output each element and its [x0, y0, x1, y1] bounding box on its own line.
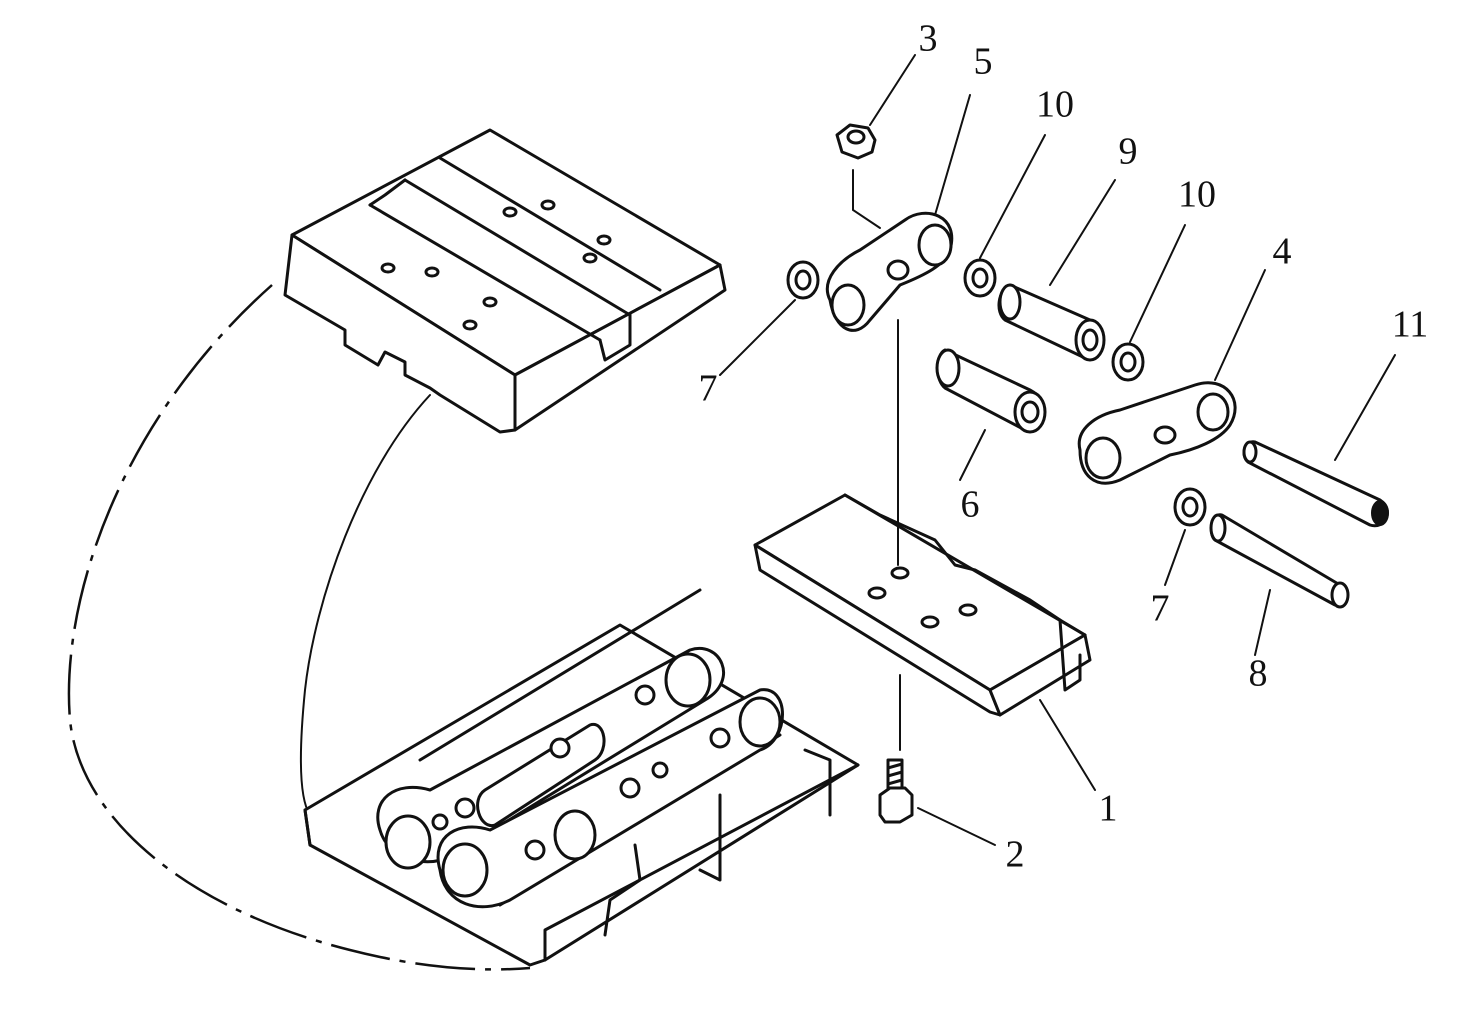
upper-track-shoes [283, 128, 727, 434]
part-3-nut [835, 123, 881, 229]
part-10-spacer-lower [1111, 342, 1145, 382]
callout-6: 6 [961, 484, 980, 526]
callout-3: 3 [919, 18, 938, 60]
callout-8: 8 [1249, 653, 1268, 695]
callout-11: 11 [1392, 304, 1429, 346]
part-7-washer-lower [1173, 487, 1207, 527]
part-1-track-shoe [753, 493, 1092, 717]
callout-4: 4 [1273, 231, 1292, 273]
track-loop-outline [67, 284, 531, 971]
part-9-bushing [997, 283, 1106, 362]
callout-7a: 7 [699, 368, 718, 410]
leader-lines [719, 54, 1396, 846]
callout-10b: 10 [1178, 174, 1216, 216]
part-8-pin [1209, 513, 1350, 609]
part-5-link [825, 211, 954, 566]
part-4-link [1077, 381, 1237, 485]
lower-track-assembly [303, 588, 860, 967]
callout-1: 1 [1099, 788, 1118, 830]
callout-2: 2 [1006, 834, 1025, 876]
part-11-pin [1242, 440, 1389, 528]
part-7-washer-upper [786, 260, 820, 300]
part-2-bolt [878, 674, 914, 824]
callout-10a: 10 [1036, 84, 1074, 126]
part-10-spacer-upper [963, 258, 997, 298]
part-6-bushing [935, 348, 1047, 434]
callout-7b: 7 [1151, 588, 1170, 630]
callout-5: 5 [974, 41, 993, 83]
callout-9: 9 [1119, 131, 1138, 173]
callouts: 1 2 3 4 5 6 7 7 8 9 10 10 11 [699, 18, 1429, 876]
